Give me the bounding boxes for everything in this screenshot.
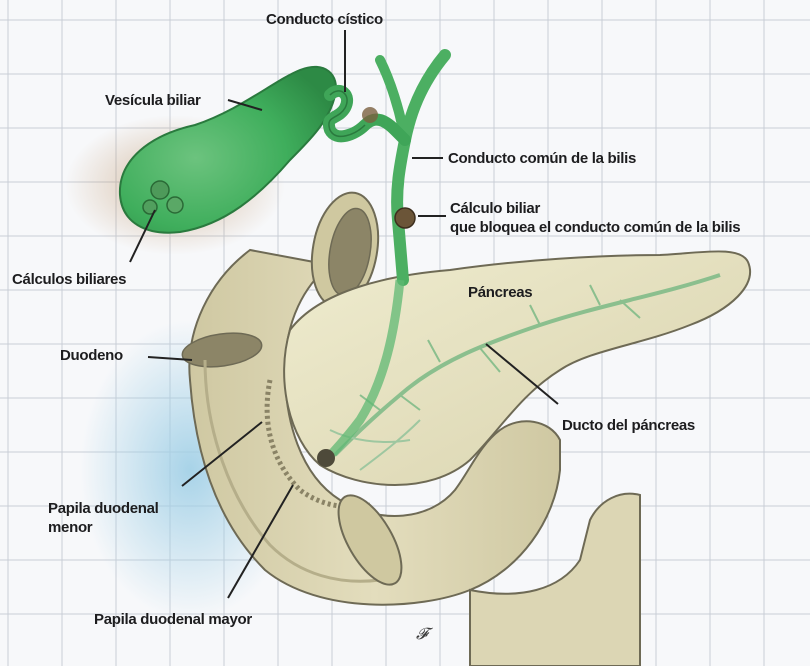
gallstone-2: [167, 197, 183, 213]
label-minor-papilla-line2: menor: [48, 518, 159, 537]
label-minor-papilla-line1: Papila duodenal: [48, 499, 159, 518]
label-pancreatic-duct: Ducto del páncreas: [562, 416, 695, 435]
cystic-stone: [362, 107, 378, 123]
label-gallstones: Cálculos biliares: [12, 270, 126, 289]
label-minor-papilla: Papila duodenal menor: [48, 499, 159, 537]
papilla-opening: [317, 449, 335, 467]
gallstone-in-duct: [395, 208, 415, 228]
gallstone-1: [151, 181, 169, 199]
label-pancreas: Páncreas: [468, 283, 532, 302]
label-gallstone-blocking-line1: Cálculo biliar: [450, 199, 740, 218]
label-gallstone-blocking-line2: que bloquea el conducto común de la bili…: [450, 218, 740, 237]
label-common-bile-duct: Conducto común de la bilis: [448, 149, 636, 168]
label-major-papilla: Papila duodenal mayor: [94, 610, 252, 629]
artist-signature: 𝓕: [416, 624, 428, 644]
label-gallstone-blocking: Cálculo biliar que bloquea el conducto c…: [450, 199, 740, 237]
label-cystic-duct: Conducto cístico: [266, 10, 383, 29]
label-duodenum: Duodeno: [60, 346, 123, 365]
label-gallbladder: Vesícula biliar: [105, 91, 201, 110]
